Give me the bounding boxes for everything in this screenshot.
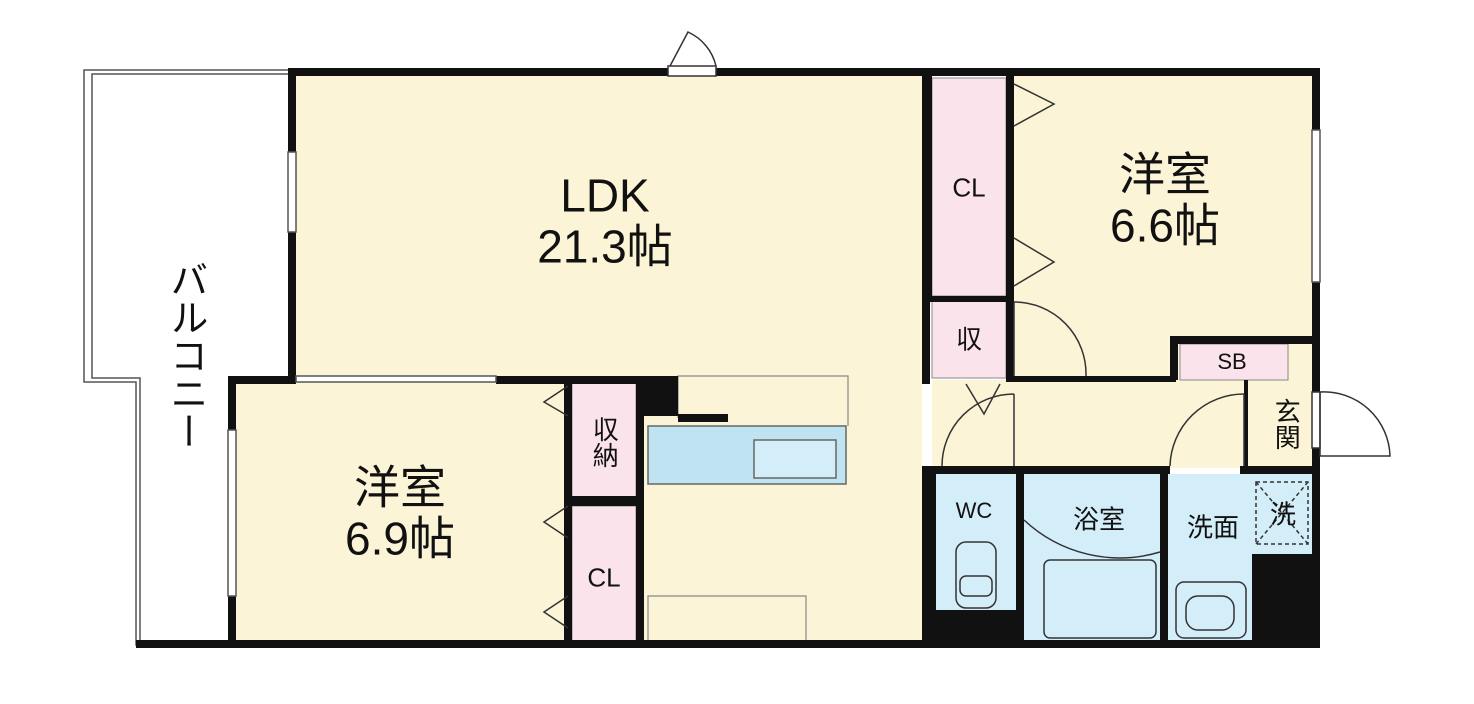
front-door <box>667 31 1391 457</box>
storage-small-label: 収 <box>955 324 983 355</box>
washroom-floor <box>1166 474 1252 642</box>
bath-label: 浴室 <box>1072 504 1126 535</box>
fixtures <box>955 481 1309 639</box>
ldk-label: LDK 21.3帖 <box>537 170 673 271</box>
closet-west-label: CL <box>587 562 621 593</box>
entrance-floor <box>1248 380 1318 468</box>
walls <box>136 68 1320 648</box>
windows <box>227 129 1321 597</box>
closet-east-label: CL <box>952 172 986 203</box>
bedroom-east-name: 洋室 <box>1118 148 1211 201</box>
laundry-floor <box>1252 474 1312 554</box>
bedroom-east-size: 6.6帖 <box>1110 199 1220 251</box>
bedroom-west-label: 洋室 6.9帖 <box>345 462 455 563</box>
toilet-label: WC <box>955 497 993 523</box>
east-bedroom-floor <box>1012 74 1312 380</box>
ldk-name: LDK <box>560 169 650 222</box>
west-closet-floor <box>571 505 637 643</box>
storage-west-label: 収納 <box>589 416 620 468</box>
entrance-label: 玄関 <box>1271 398 1302 450</box>
bedroom-east-label: 洋室 6.6帖 <box>1110 149 1220 250</box>
washroom-label: 洗面 <box>1186 512 1240 543</box>
west-bedroom-floor <box>232 382 568 644</box>
laundry-label: 洗 <box>1269 499 1297 530</box>
bath-floor <box>1024 474 1162 642</box>
ldk-size: 21.3帖 <box>537 220 673 272</box>
small-storage-floor <box>931 299 1007 379</box>
shoe-box-label: SB <box>1217 348 1247 374</box>
door-swings <box>542 83 1245 629</box>
shoe-box-floor <box>1179 343 1289 381</box>
toilet-floor <box>932 474 1016 612</box>
bedroom-west-name: 洋室 <box>353 461 446 514</box>
bedroom-west-size: 6.9帖 <box>345 512 455 564</box>
kitchen-fridge-space <box>647 595 807 640</box>
balcony-label: バルコニー <box>163 260 206 450</box>
east-closet-floor <box>931 77 1007 297</box>
kitchen-sink <box>753 439 837 479</box>
